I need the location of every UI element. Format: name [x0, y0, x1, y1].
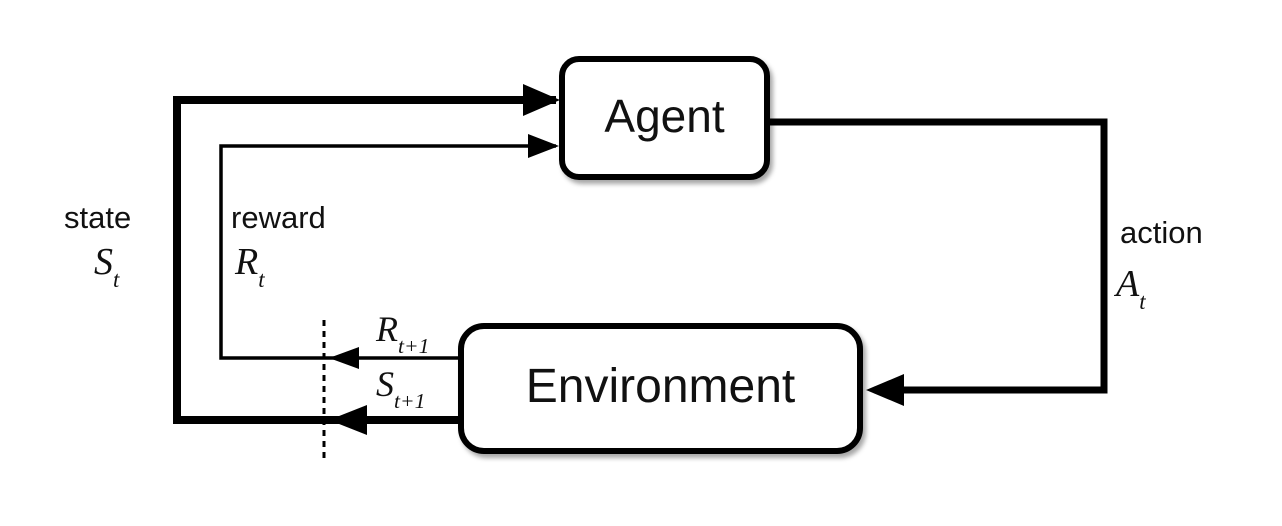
state-word-label: state — [64, 200, 132, 235]
next-state-arrowhead-icon — [329, 405, 367, 435]
action-loop-line — [766, 118, 1108, 394]
reward-symbol-label: Rt — [235, 241, 265, 291]
next-state-symbol-base: S — [376, 364, 394, 404]
state-loop-line — [173, 96, 556, 424]
reward-arrowhead-into-agent-icon — [528, 134, 559, 158]
action-word-label: action — [1120, 215, 1203, 250]
next-reward-arrowhead-icon — [329, 347, 359, 369]
next-reward-symbol-label: Rt+1 — [376, 309, 429, 357]
reward-symbol-sub: t — [258, 266, 265, 292]
agent-label: Agent — [604, 90, 725, 142]
action-symbol-base: A — [1116, 263, 1140, 305]
state-symbol-sub: t — [113, 266, 120, 292]
reward-symbol-base: R — [235, 241, 259, 283]
agent-box: Agent — [559, 56, 770, 180]
state-symbol-base: S — [94, 241, 113, 283]
environment-label: Environment — [525, 359, 796, 413]
next-reward-symbol-sub: t+1 — [398, 334, 430, 359]
reward-word-label: reward — [231, 200, 326, 235]
next-reward-symbol-base: R — [376, 309, 398, 349]
environment-box: Environment — [458, 323, 863, 454]
action-symbol-sub: t — [1139, 288, 1146, 314]
action-arrowhead-into-environment-icon — [866, 374, 904, 406]
state-arrowhead-into-agent-icon — [523, 84, 560, 116]
next-state-symbol-sub: t+1 — [394, 389, 426, 414]
next-state-symbol-label: St+1 — [376, 364, 425, 412]
state-symbol-label: St — [94, 241, 119, 291]
action-symbol-label: At — [1116, 263, 1146, 313]
